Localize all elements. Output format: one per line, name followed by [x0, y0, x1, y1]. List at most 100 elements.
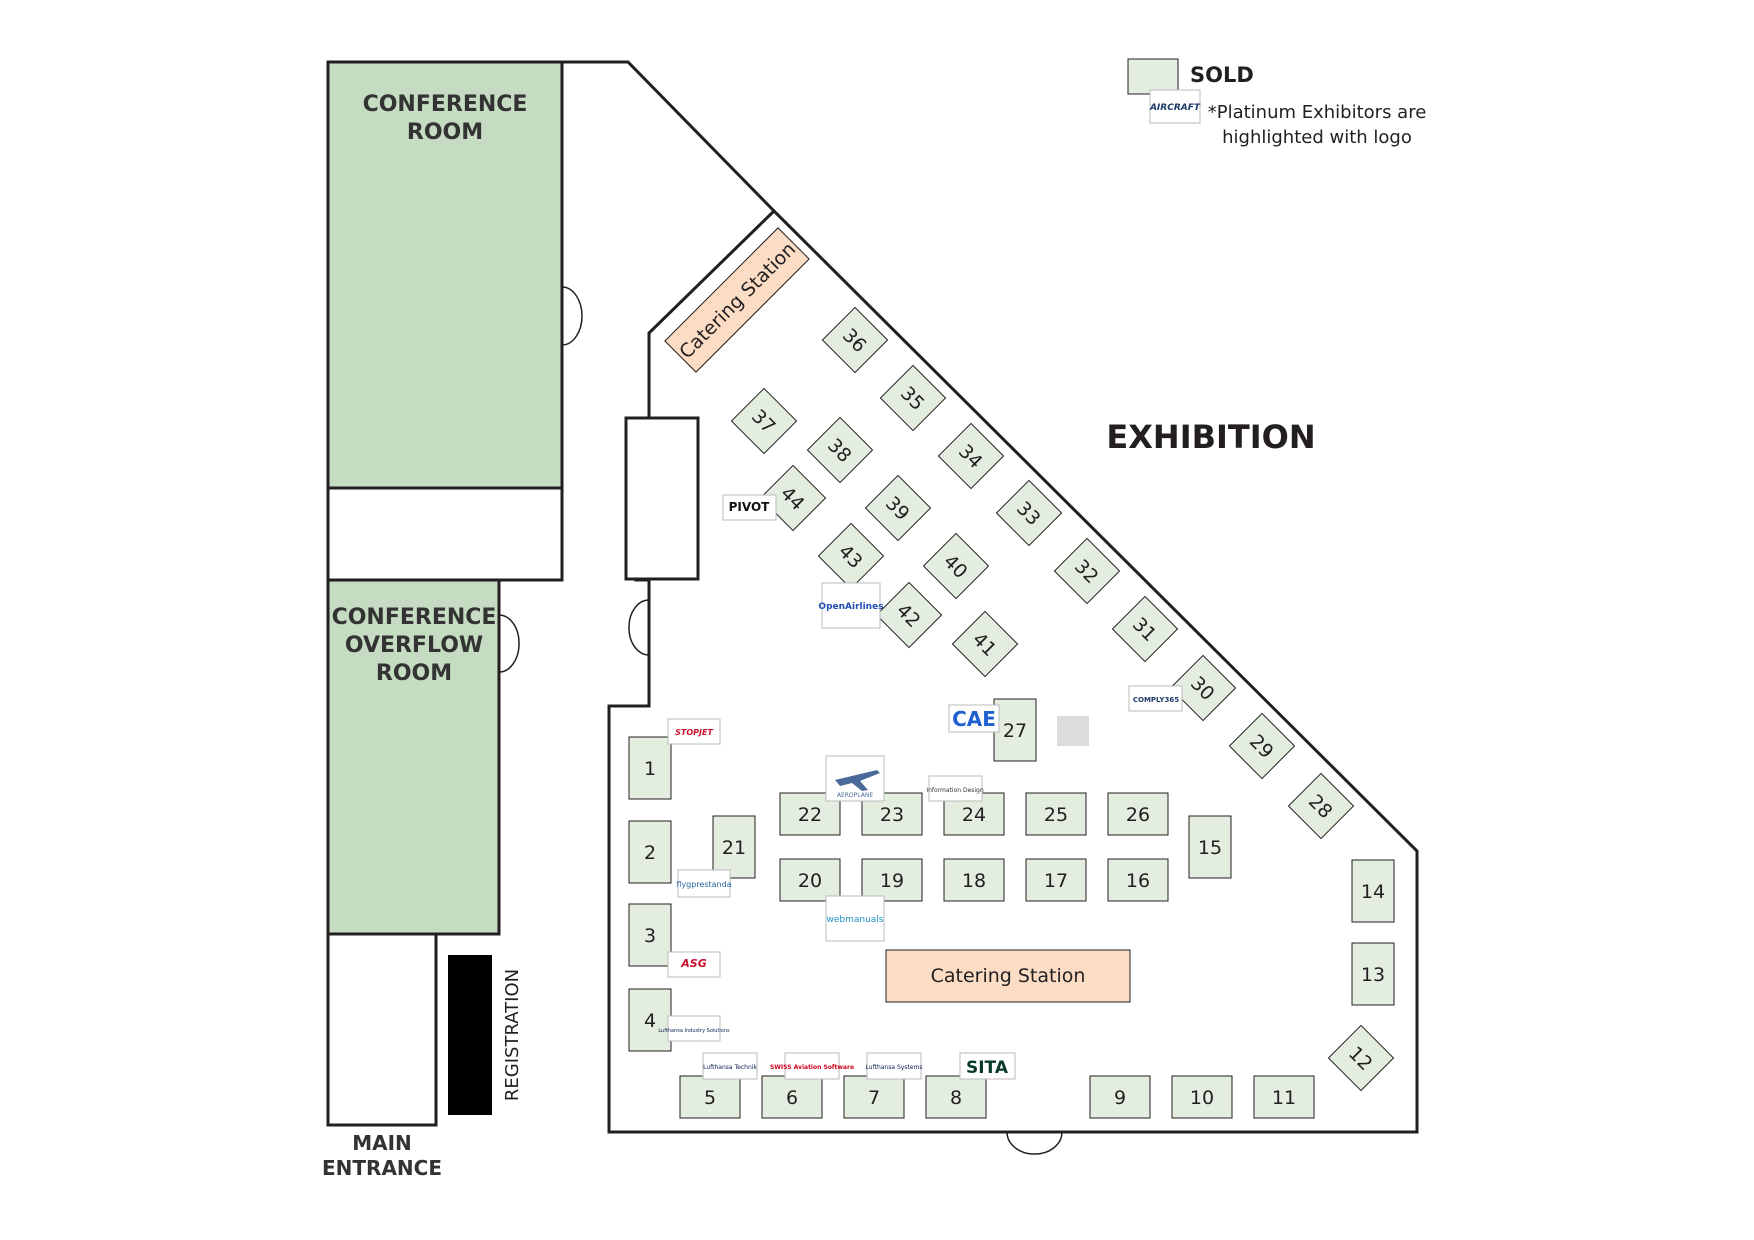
booth-37-shape[interactable] [730, 387, 798, 455]
booth-28-shape[interactable] [1287, 772, 1355, 840]
booth-16-shape[interactable] [1107, 858, 1169, 902]
booth-29[interactable]: 29 [1228, 712, 1296, 780]
booth-32-shape[interactable] [1053, 537, 1121, 605]
booth-30-shape[interactable] [1169, 654, 1237, 722]
booth-12[interactable]: 12 [1327, 1024, 1395, 1092]
booth-40[interactable]: 40 [922, 532, 990, 600]
booth-43[interactable]: 43 [817, 522, 885, 590]
booth-20-shape[interactable] [779, 858, 841, 902]
booth-33-shape[interactable] [995, 479, 1063, 547]
booth-5-shape[interactable] [679, 1075, 741, 1119]
booth-28[interactable]: 28 [1287, 772, 1355, 840]
booth-6[interactable]: 6 [761, 1075, 823, 1119]
booth-38[interactable]: 38 [806, 416, 874, 484]
overflow-room-door[interactable] [498, 614, 520, 673]
booth-21-shape[interactable] [712, 815, 756, 879]
conference-room-door[interactable] [561, 286, 583, 346]
logo-flygprestanda: flygprestanda [676, 869, 732, 898]
booth-8-shape[interactable] [925, 1075, 987, 1119]
booth-21[interactable]: 21 [712, 815, 756, 879]
booth-13[interactable]: 13 [1351, 942, 1395, 1006]
booth-11-shape[interactable] [1253, 1075, 1315, 1119]
conference-room[interactable] [326, 60, 564, 490]
registration-desk[interactable] [448, 955, 492, 1115]
booth-37[interactable]: 37 [730, 387, 798, 455]
booth-12-shape[interactable] [1327, 1024, 1395, 1092]
booth-4[interactable]: 4 [628, 988, 672, 1052]
booth-35-shape[interactable] [879, 364, 947, 432]
booth-15[interactable]: 15 [1188, 815, 1232, 879]
booth-26[interactable]: 26 [1107, 792, 1169, 836]
booth-18-label: 18 [962, 870, 986, 892]
booth-33[interactable]: 33 [995, 479, 1063, 547]
hall-south-door[interactable] [1006, 1131, 1063, 1155]
booth-17-shape[interactable] [1025, 858, 1087, 902]
booth-3[interactable]: 3 [628, 903, 672, 967]
booth-1-shape[interactable] [628, 736, 672, 800]
booth-27-shape[interactable] [993, 698, 1037, 762]
legend-platinum-line2: highlighted with logo [1222, 127, 1412, 148]
booth-41-shape[interactable] [951, 610, 1019, 678]
booth-43-shape[interactable] [817, 522, 885, 590]
booth-17[interactable]: 17 [1025, 858, 1087, 902]
booth-25[interactable]: 25 [1025, 792, 1087, 836]
booth-11[interactable]: 11 [1253, 1075, 1315, 1119]
booth-19[interactable]: 19 [861, 858, 923, 902]
booth-1[interactable]: 1 [628, 736, 672, 800]
booth-2-shape[interactable] [628, 820, 672, 884]
booth-14-shape[interactable] [1351, 859, 1395, 923]
booth-15-shape[interactable] [1188, 815, 1232, 879]
booth-27[interactable]: 27 [993, 698, 1037, 762]
booth-44-shape[interactable] [759, 464, 827, 532]
booth-34-shape[interactable] [937, 422, 1005, 490]
booth-36-shape[interactable] [821, 306, 889, 374]
unsold-spot[interactable] [1057, 716, 1089, 746]
booth-8[interactable]: 8 [925, 1075, 987, 1119]
booth-42-shape[interactable] [875, 581, 943, 649]
booth-32[interactable]: 32 [1053, 537, 1121, 605]
booth-7[interactable]: 7 [843, 1075, 905, 1119]
booth-9[interactable]: 9 [1089, 1075, 1151, 1119]
booth-10-shape[interactable] [1171, 1075, 1233, 1119]
booth-5-label: 5 [704, 1087, 716, 1109]
booth-39-shape[interactable] [864, 474, 932, 542]
booth-13-shape[interactable] [1351, 942, 1395, 1006]
booth-38-shape[interactable] [806, 416, 874, 484]
booth-4-shape[interactable] [628, 988, 672, 1052]
booth-18-shape[interactable] [943, 858, 1005, 902]
booth-5[interactable]: 5 [679, 1075, 741, 1119]
logo-pivot: PIVOT [722, 494, 777, 521]
booth-42[interactable]: 42 [875, 581, 943, 649]
booth-19-shape[interactable] [861, 858, 923, 902]
booth-9-shape[interactable] [1089, 1075, 1151, 1119]
booth-36[interactable]: 36 [821, 306, 889, 374]
booth-26-shape[interactable] [1107, 792, 1169, 836]
booth-29-shape[interactable] [1228, 712, 1296, 780]
booth-31-shape[interactable] [1111, 595, 1179, 663]
booth-7-shape[interactable] [843, 1075, 905, 1119]
booth-18[interactable]: 18 [943, 858, 1005, 902]
booth-2[interactable]: 2 [628, 820, 672, 884]
booth-34[interactable]: 34 [937, 422, 1005, 490]
booth-10[interactable]: 10 [1171, 1075, 1233, 1119]
conference-overflow-room[interactable] [326, 578, 501, 936]
booth-20[interactable]: 20 [779, 858, 841, 902]
booth-35[interactable]: 35 [879, 364, 947, 432]
booth-39[interactable]: 39 [864, 474, 932, 542]
logo-openairlines-text: OpenAirlines [818, 602, 883, 612]
logo-information-design-text: Information Design [926, 787, 984, 794]
booth-3-shape[interactable] [628, 903, 672, 967]
booth-40-shape[interactable] [922, 532, 990, 600]
booth-14-label: 14 [1361, 881, 1385, 903]
booth-16[interactable]: 16 [1107, 858, 1169, 902]
booth-44[interactable]: 44 [759, 464, 827, 532]
legend-sold-swatch [1127, 58, 1179, 95]
booth-25-shape[interactable] [1025, 792, 1087, 836]
catering-station-bottom[interactable]: Catering Station [885, 949, 1131, 1003]
booth-30[interactable]: 30 [1169, 654, 1237, 722]
booth-6-shape[interactable] [761, 1075, 823, 1119]
booth-41[interactable]: 41 [951, 610, 1019, 678]
booth-31[interactable]: 31 [1111, 595, 1179, 663]
hall-west-door[interactable] [628, 599, 650, 656]
booth-14[interactable]: 14 [1351, 859, 1395, 923]
